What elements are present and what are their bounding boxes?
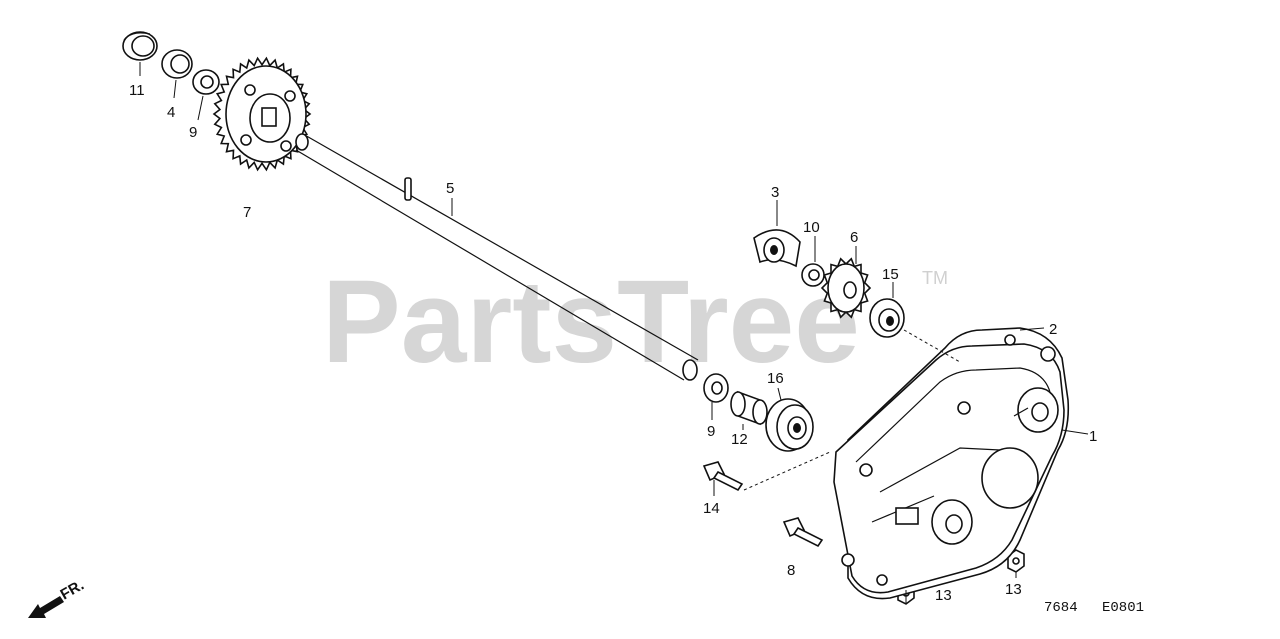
leader-lines <box>139 62 1089 604</box>
watermark-trademark: TM <box>922 268 948 288</box>
callout-1: 1 <box>1089 428 1097 445</box>
drawing-revision: E0801 <box>1102 600 1144 616</box>
callout-13-left: 13 <box>935 587 952 604</box>
callout-2: 2 <box>1049 321 1057 338</box>
callout-7: 7 <box>243 204 251 221</box>
part-10-washer[interactable] <box>801 263 825 287</box>
part-11-bearing[interactable] <box>122 31 158 61</box>
callout-8: 8 <box>787 562 795 579</box>
part-5-shaft[interactable] <box>295 133 699 381</box>
part-8-bolt[interactable] <box>782 517 824 548</box>
callout-4: 4 <box>167 104 175 121</box>
callout-10: 10 <box>803 219 820 236</box>
part-1-gear-case[interactable] <box>833 334 1065 594</box>
part-6-small-gear[interactable] <box>820 257 872 319</box>
drawing-number: 7684 <box>1044 600 1078 616</box>
part-14-bolt[interactable] <box>702 461 744 492</box>
callout-9-upper: 9 <box>189 124 197 141</box>
part-4-collar[interactable] <box>161 49 193 79</box>
direction-marker: FR. <box>28 577 87 618</box>
callout-5: 5 <box>446 180 454 197</box>
callout-11: 11 <box>129 82 145 99</box>
part-16-bearing[interactable] <box>765 398 814 452</box>
arrow-down-left-icon <box>28 596 64 618</box>
callout-12: 12 <box>731 431 748 448</box>
part-12-bushing[interactable] <box>730 390 768 426</box>
watermark-text: PartsTree <box>322 256 860 388</box>
part-15-bearing[interactable] <box>869 298 905 338</box>
part-13-nut-right[interactable] <box>1007 549 1025 573</box>
callout-9-lower: 9 <box>707 423 715 440</box>
assembly-line-15 <box>903 329 961 363</box>
callout-14: 14 <box>703 500 720 517</box>
callout-16: 16 <box>767 370 784 387</box>
part-3-bearing-half[interactable] <box>753 229 801 268</box>
callout-3: 3 <box>771 184 779 201</box>
part-9-washer-upper[interactable] <box>192 69 220 95</box>
callout-15: 15 <box>882 266 899 283</box>
assembly-line-14 <box>743 451 831 491</box>
callout-labels: 1 2 3 4 5 6 7 8 9 9 10 11 12 13 13 14 15… <box>129 82 1097 604</box>
part-9-washer-lower[interactable] <box>703 373 729 403</box>
callout-6: 6 <box>850 229 858 246</box>
part-7-large-gear[interactable] <box>212 56 312 172</box>
callout-13-right: 13 <box>1005 581 1022 598</box>
